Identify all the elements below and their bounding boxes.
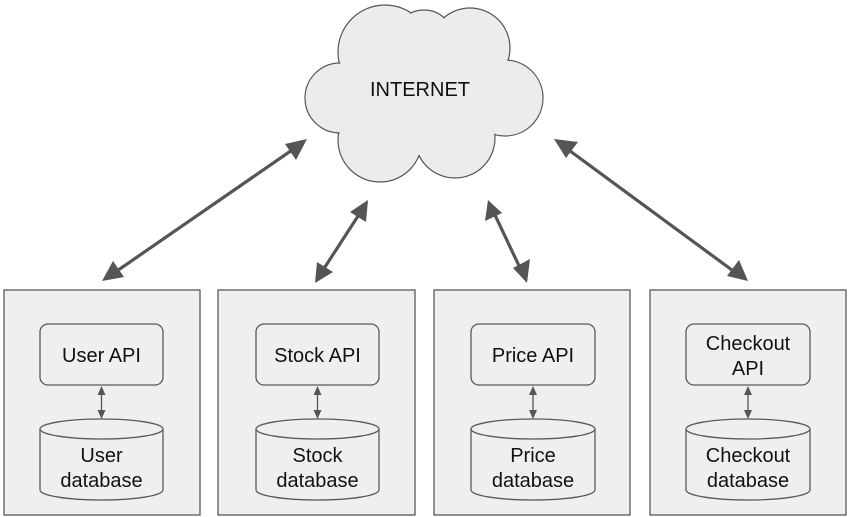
checkout-database: Checkout database xyxy=(685,418,811,501)
checkout-api-label-line2: API xyxy=(732,358,764,380)
stock-api-label: Stock API xyxy=(274,345,361,367)
internet-label: INTERNET xyxy=(370,79,470,101)
service-price: Price API Price database xyxy=(433,289,631,516)
stock-database-label-line2: database xyxy=(276,470,358,492)
checkout-database-label-line1: Checkout xyxy=(706,445,791,467)
checkout-api-box xyxy=(685,323,811,386)
price-api-db-arrow xyxy=(529,386,537,419)
stock-database-label-line1: Stock xyxy=(292,445,343,467)
user-database-label-line1: User xyxy=(80,445,123,467)
cloud-fill xyxy=(306,6,542,181)
user-api-box xyxy=(39,323,164,386)
price-database-label-line1: Price xyxy=(510,445,556,467)
service-user: User API User database xyxy=(3,289,201,516)
checkout-database-label-line2: database xyxy=(707,470,789,492)
price-api-label: Price API xyxy=(492,345,574,367)
service-stock: Stock API Stock database xyxy=(217,289,416,516)
price-database-label-line2: database xyxy=(492,470,574,492)
price-database: Price database xyxy=(470,418,596,501)
price-api-box xyxy=(470,323,596,386)
internet-user-arrow xyxy=(102,139,307,281)
user-api-db-arrow xyxy=(97,386,106,419)
internet-price-arrow xyxy=(485,200,530,283)
user-database: User database xyxy=(39,418,164,501)
user-api-label: User API xyxy=(62,345,141,367)
checkout-api-db-arrow xyxy=(744,386,752,419)
stock-api-box xyxy=(255,323,380,386)
internet-checkout-arrow xyxy=(554,139,748,281)
service-checkout: Checkout API Checkout database xyxy=(649,289,847,516)
internet-cloud: INTERNET xyxy=(304,4,544,183)
internet-stock-arrow xyxy=(315,200,368,283)
checkout-api-label-line1: Checkout xyxy=(706,333,791,355)
user-database-label-line2: database xyxy=(60,470,142,492)
stock-api-db-arrow xyxy=(313,386,322,419)
stock-database: Stock database xyxy=(255,418,380,501)
